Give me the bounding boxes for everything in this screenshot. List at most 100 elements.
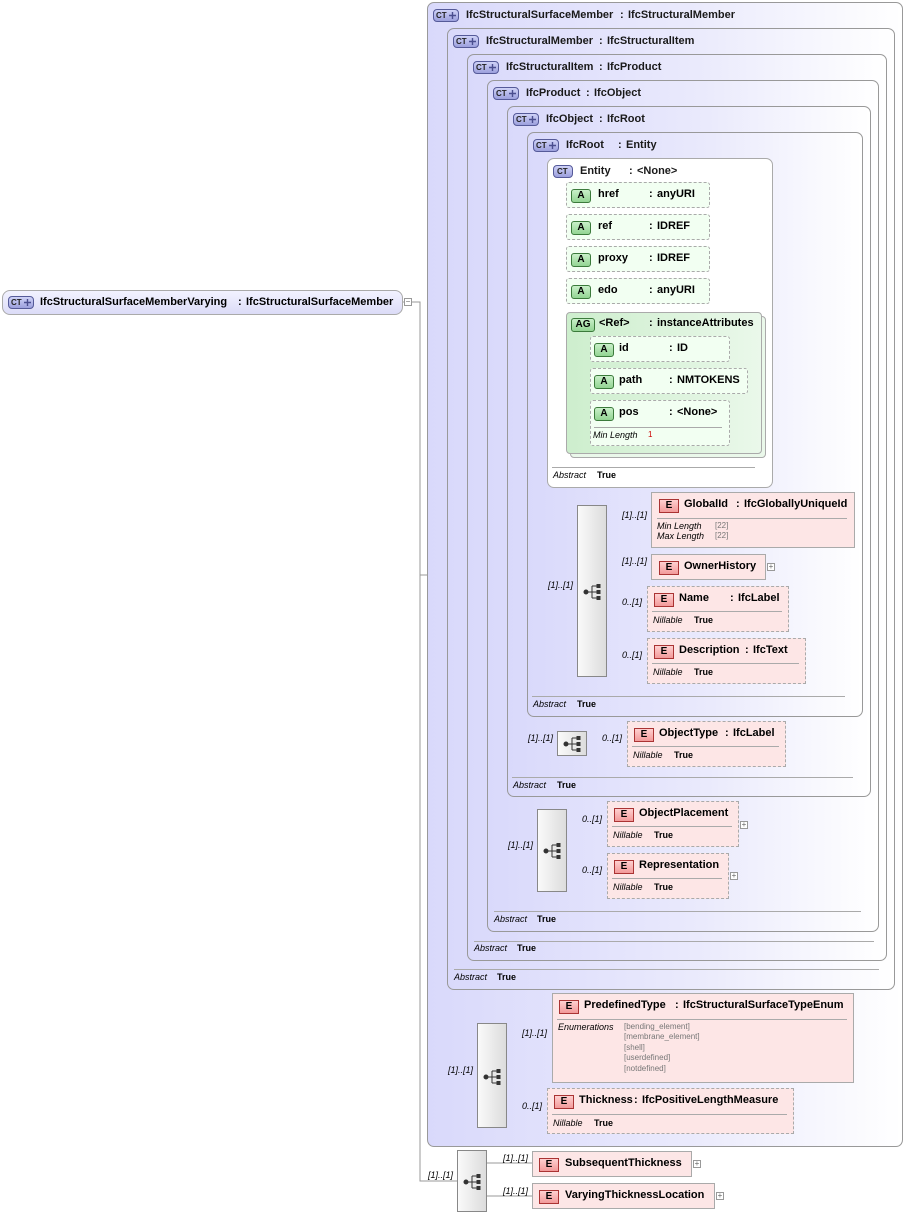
- expand-icon[interactable]: +: [730, 871, 738, 880]
- sequence-ifcobject[interactable]: [557, 731, 587, 756]
- attribute-proxy[interactable]: A proxy : IDREF: [566, 246, 710, 272]
- attribute-icon: A: [571, 285, 591, 299]
- element-objectplacement[interactable]: E ObjectPlacement Nillable True: [607, 801, 739, 847]
- attribute-id[interactable]: A id : ID: [590, 336, 730, 362]
- attribute-icon: A: [571, 221, 591, 235]
- attribute-icon: A: [571, 189, 591, 203]
- attribute-icon: A: [594, 343, 614, 357]
- element-name[interactable]: E Name : IfcLabel Nillable True: [647, 586, 789, 632]
- attribute-ref[interactable]: A ref : IDREF: [566, 214, 710, 240]
- nillable-value: True: [654, 882, 674, 892]
- ct-base: Entity: [626, 139, 657, 151]
- expand-icon[interactable]: +: [693, 1159, 701, 1168]
- element-type: IfcText: [753, 644, 788, 656]
- attribute-pos[interactable]: A pos : <None> Min Length 1: [590, 400, 730, 446]
- attribute-path[interactable]: A path : NMTOKENS: [590, 368, 748, 394]
- sequence-varying[interactable]: [457, 1150, 487, 1212]
- element-multiplicity: [1]..[1]: [622, 556, 648, 566]
- abstract-label: Abstract: [494, 914, 528, 924]
- attribute-group-type: instanceAttributes: [657, 317, 754, 329]
- element-name: Thickness: [579, 1094, 633, 1106]
- attribute-name: edo: [598, 284, 618, 296]
- element-sep: :: [634, 1094, 638, 1106]
- nillable-label: Nillable: [613, 882, 643, 892]
- abstract-label: Abstract: [533, 699, 567, 709]
- attribute-type: anyURI: [657, 284, 695, 296]
- ct-name: Entity: [580, 165, 611, 177]
- sequence-multiplicity: [1]..[1]: [528, 733, 554, 743]
- nillable-label: Nillable: [553, 1118, 583, 1128]
- attribute-type: NMTOKENS: [677, 374, 740, 386]
- enumerations-label: Enumerations: [558, 1022, 614, 1032]
- element-name: ObjectType: [659, 727, 719, 739]
- complex-type-icon: CT: [533, 139, 559, 152]
- attribute-type: IDREF: [657, 252, 690, 264]
- element-multiplicity: 0..[1]: [522, 1101, 543, 1111]
- sequence-icon: [563, 736, 581, 752]
- element-multiplicity: [1]..[1]: [522, 1028, 548, 1038]
- abstract-label: Abstract: [553, 470, 587, 480]
- element-objecttype[interactable]: E ObjectType : IfcLabel Nillable True: [627, 721, 786, 767]
- abstract-value: True: [537, 914, 557, 924]
- attribute-sep: :: [669, 342, 673, 354]
- expand-icon[interactable]: +: [740, 820, 748, 829]
- collapse-icon[interactable]: −: [404, 297, 412, 306]
- ct-sep: :: [599, 35, 603, 47]
- element-varyingthicknesslocation[interactable]: E VaryingThicknessLocation: [532, 1183, 715, 1209]
- enum-value: [notdefined]: [624, 1064, 666, 1073]
- element-thickness[interactable]: E Thickness : IfcPositiveLengthMeasure N…: [547, 1088, 794, 1134]
- element-icon: E: [654, 593, 674, 607]
- max-length-value: [22]: [715, 531, 729, 540]
- complex-type-icon: CT: [553, 165, 573, 178]
- attribute-type: <None>: [677, 406, 718, 418]
- nillable-value: True: [654, 830, 674, 840]
- attribute-icon: A: [594, 407, 614, 421]
- nillable-value: True: [694, 667, 714, 677]
- attribute-name: path: [619, 374, 643, 386]
- abstract-value: True: [577, 699, 597, 709]
- nillable-value: True: [594, 1118, 614, 1128]
- ct-name: IfcObject: [546, 113, 594, 125]
- attribute-href[interactable]: A href : anyURI: [566, 182, 710, 208]
- element-multiplicity: 0..[1]: [582, 865, 603, 875]
- element-icon: E: [614, 808, 634, 822]
- abstract-label: Abstract: [474, 943, 508, 953]
- nillable-label: Nillable: [633, 750, 663, 760]
- element-predefinedtype[interactable]: E PredefinedType : IfcStructuralSurfaceT…: [552, 993, 854, 1083]
- expand-icon[interactable]: +: [767, 562, 775, 571]
- attribute-sep: :: [669, 406, 673, 418]
- attribute-type: IDREF: [657, 220, 690, 232]
- sequence-surfacemember[interactable]: [477, 1023, 507, 1128]
- element-globalid[interactable]: E GlobalId : IfcGloballyUniqueId Min Len…: [651, 492, 855, 548]
- element-representation[interactable]: E Representation Nillable True: [607, 853, 729, 899]
- element-multiplicity: 0..[1]: [582, 814, 603, 824]
- attribute-sep: :: [649, 252, 653, 264]
- element-icon: E: [654, 645, 674, 659]
- sequence-ifcroot[interactable]: [577, 505, 607, 677]
- sequence-multiplicity: [1]..[1]: [448, 1065, 474, 1075]
- element-ownerhistory[interactable]: E OwnerHistory: [651, 554, 766, 580]
- attribute-name: proxy: [598, 252, 628, 264]
- abstract-value: True: [517, 943, 537, 953]
- ct-base: <None>: [637, 165, 678, 177]
- root-complex-type[interactable]: CT IfcStructuralSurfaceMemberVarying : I…: [2, 290, 403, 315]
- expand-icon[interactable]: +: [716, 1191, 724, 1200]
- attribute-group-name: <Ref>: [599, 317, 630, 329]
- attribute-icon: A: [571, 253, 591, 267]
- element-description[interactable]: E Description : IfcText Nillable True: [647, 638, 806, 684]
- element-subsequentthickness[interactable]: E SubsequentThickness: [532, 1151, 692, 1177]
- ct-sep: :: [599, 113, 603, 125]
- attribute-edo[interactable]: A edo : anyURI: [566, 278, 710, 304]
- sequence-ifcproduct[interactable]: [537, 809, 567, 892]
- sequence-multiplicity: [1]..[1]: [428, 1170, 454, 1180]
- element-icon: E: [539, 1158, 559, 1172]
- attribute-sep: :: [649, 188, 653, 200]
- sequence-multiplicity: [1]..[1]: [548, 580, 574, 590]
- attribute-sep: :: [649, 284, 653, 296]
- element-name: ObjectPlacement: [639, 807, 729, 819]
- ct-name: IfcStructuralItem: [506, 61, 594, 73]
- complex-type-icon: CT: [453, 35, 479, 48]
- ct-sep: :: [618, 139, 622, 151]
- ct-name: IfcStructuralSurfaceMember: [466, 9, 614, 21]
- sequence-icon: [543, 843, 561, 859]
